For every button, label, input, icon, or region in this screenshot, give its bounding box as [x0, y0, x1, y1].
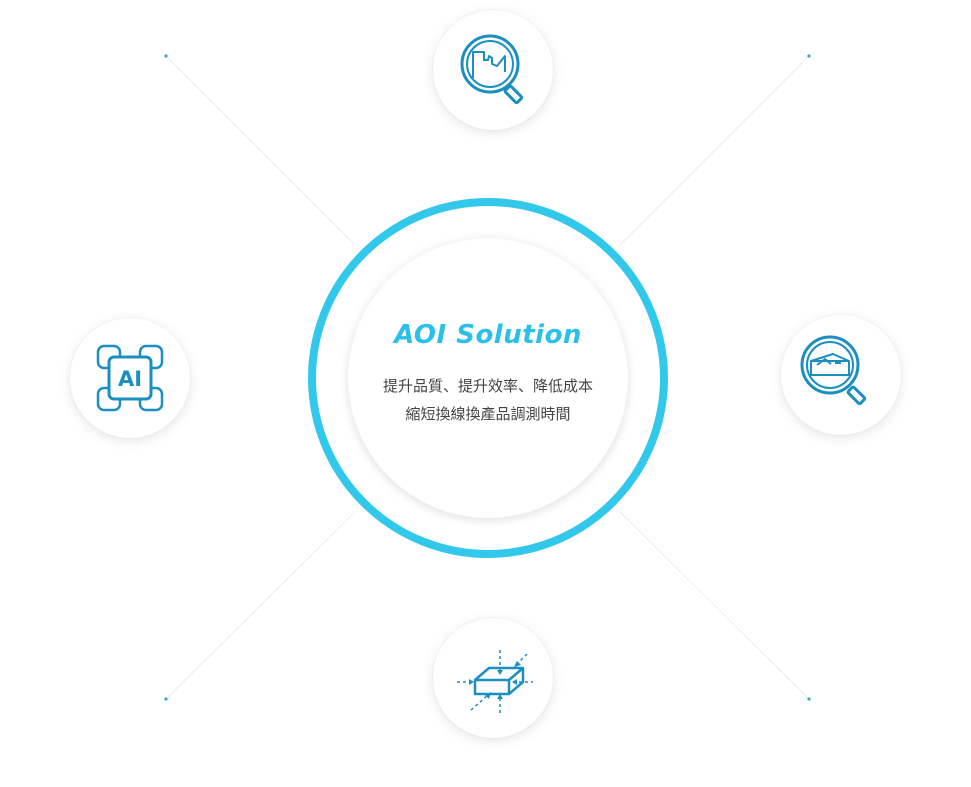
ai-chip-icon: AI [96, 344, 164, 412]
connector-bottom-right [619, 511, 810, 700]
connector-top-left [165, 55, 356, 246]
dimension-block-icon [457, 650, 533, 714]
center-description-line1: 提升品質、提升效率、降低成本 [382, 377, 593, 395]
connector-dot-bottom-right [807, 697, 811, 701]
node-package-inspection [781, 315, 901, 435]
connector-bottom-left [165, 511, 356, 700]
connector-top-right [619, 55, 810, 246]
center-panel: AOI Solution 提升品質、提升效率、降低成本 縮短換線換產品調測時間 [348, 238, 628, 518]
center-ring: AOI Solution 提升品質、提升效率、降低成本 縮短換線換產品調測時間 [308, 198, 668, 558]
center-description: 提升品質、提升效率、降低成本 縮短換線換產品調測時間 [383, 372, 593, 428]
connector-dot-top-left [164, 54, 168, 58]
connector-dot-top-right [807, 54, 811, 58]
magnifier-defect-icon [460, 34, 524, 105]
node-dimension-measurement [433, 618, 553, 738]
center-description-line2: 縮短換線換產品調測時間 [405, 405, 571, 423]
node-defect-inspection [433, 10, 553, 130]
magnifier-package-icon [800, 335, 867, 406]
connector-dot-bottom-left [164, 697, 168, 701]
node-ai: AI [70, 318, 190, 438]
ai-chip-label: AI [118, 367, 142, 391]
center-title: AOI Solution [394, 320, 582, 350]
